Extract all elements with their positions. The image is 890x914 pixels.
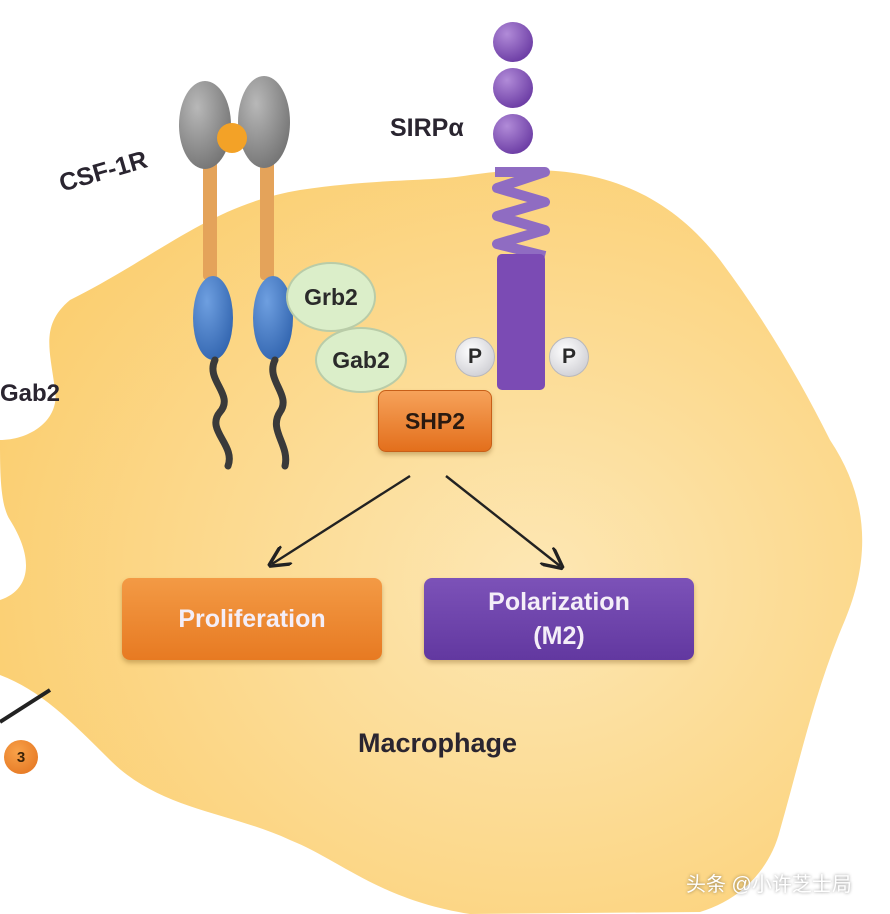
csf1r-extracellular-domain-left — [179, 81, 231, 169]
shp2-phosphatase: SHP2 — [378, 390, 492, 452]
polarization-box: Polarization (M2) — [424, 578, 694, 660]
polarization-label: Polarization — [488, 588, 630, 616]
outside-link-line — [0, 688, 52, 724]
gab2-outside-label: Gab2 — [0, 380, 61, 407]
csf1r-receptor — [179, 76, 293, 470]
sirpa-ig-domain-2 — [493, 68, 533, 108]
gab2-adapter: Gab2 — [315, 327, 407, 393]
watermark-text: 头条 @小许芝士局 — [686, 874, 852, 896]
csf1r-tail-left — [209, 356, 233, 470]
phosphate-left: P — [455, 337, 495, 377]
csf1r-extracellular-domain-right — [238, 76, 290, 168]
grb2-adapter: Grb2 — [286, 262, 376, 332]
macrophage-label: Macrophage — [358, 728, 518, 758]
sirpa-cytoplasmic-domain — [497, 254, 545, 390]
proliferation-box: Proliferation — [122, 578, 382, 660]
csf1-ligand — [217, 123, 247, 153]
step-number-marker: 3 — [4, 740, 38, 774]
sirpa-label: SIRPα — [390, 114, 464, 142]
csf1r-kinase-domain-left — [193, 276, 233, 360]
csf1r-stalk-right — [260, 150, 274, 280]
csf1r-stalk-left — [203, 150, 217, 280]
phosphate-right: P — [549, 337, 589, 377]
sirpa-receptor — [492, 167, 550, 390]
arrow-to-polarization — [445, 475, 560, 566]
sirpa-ig-domain-1 — [493, 22, 533, 62]
csf1r-tail-right — [269, 356, 290, 470]
polarization-m2-label: (M2) — [533, 622, 585, 650]
csf1r-kinase-domain-right — [253, 276, 293, 360]
macrophage-cell — [0, 170, 863, 914]
arrow-to-proliferation — [272, 474, 411, 564]
sirpa-transmembrane-segment — [492, 167, 550, 261]
sirpa-ig-domain-3 — [493, 114, 533, 154]
